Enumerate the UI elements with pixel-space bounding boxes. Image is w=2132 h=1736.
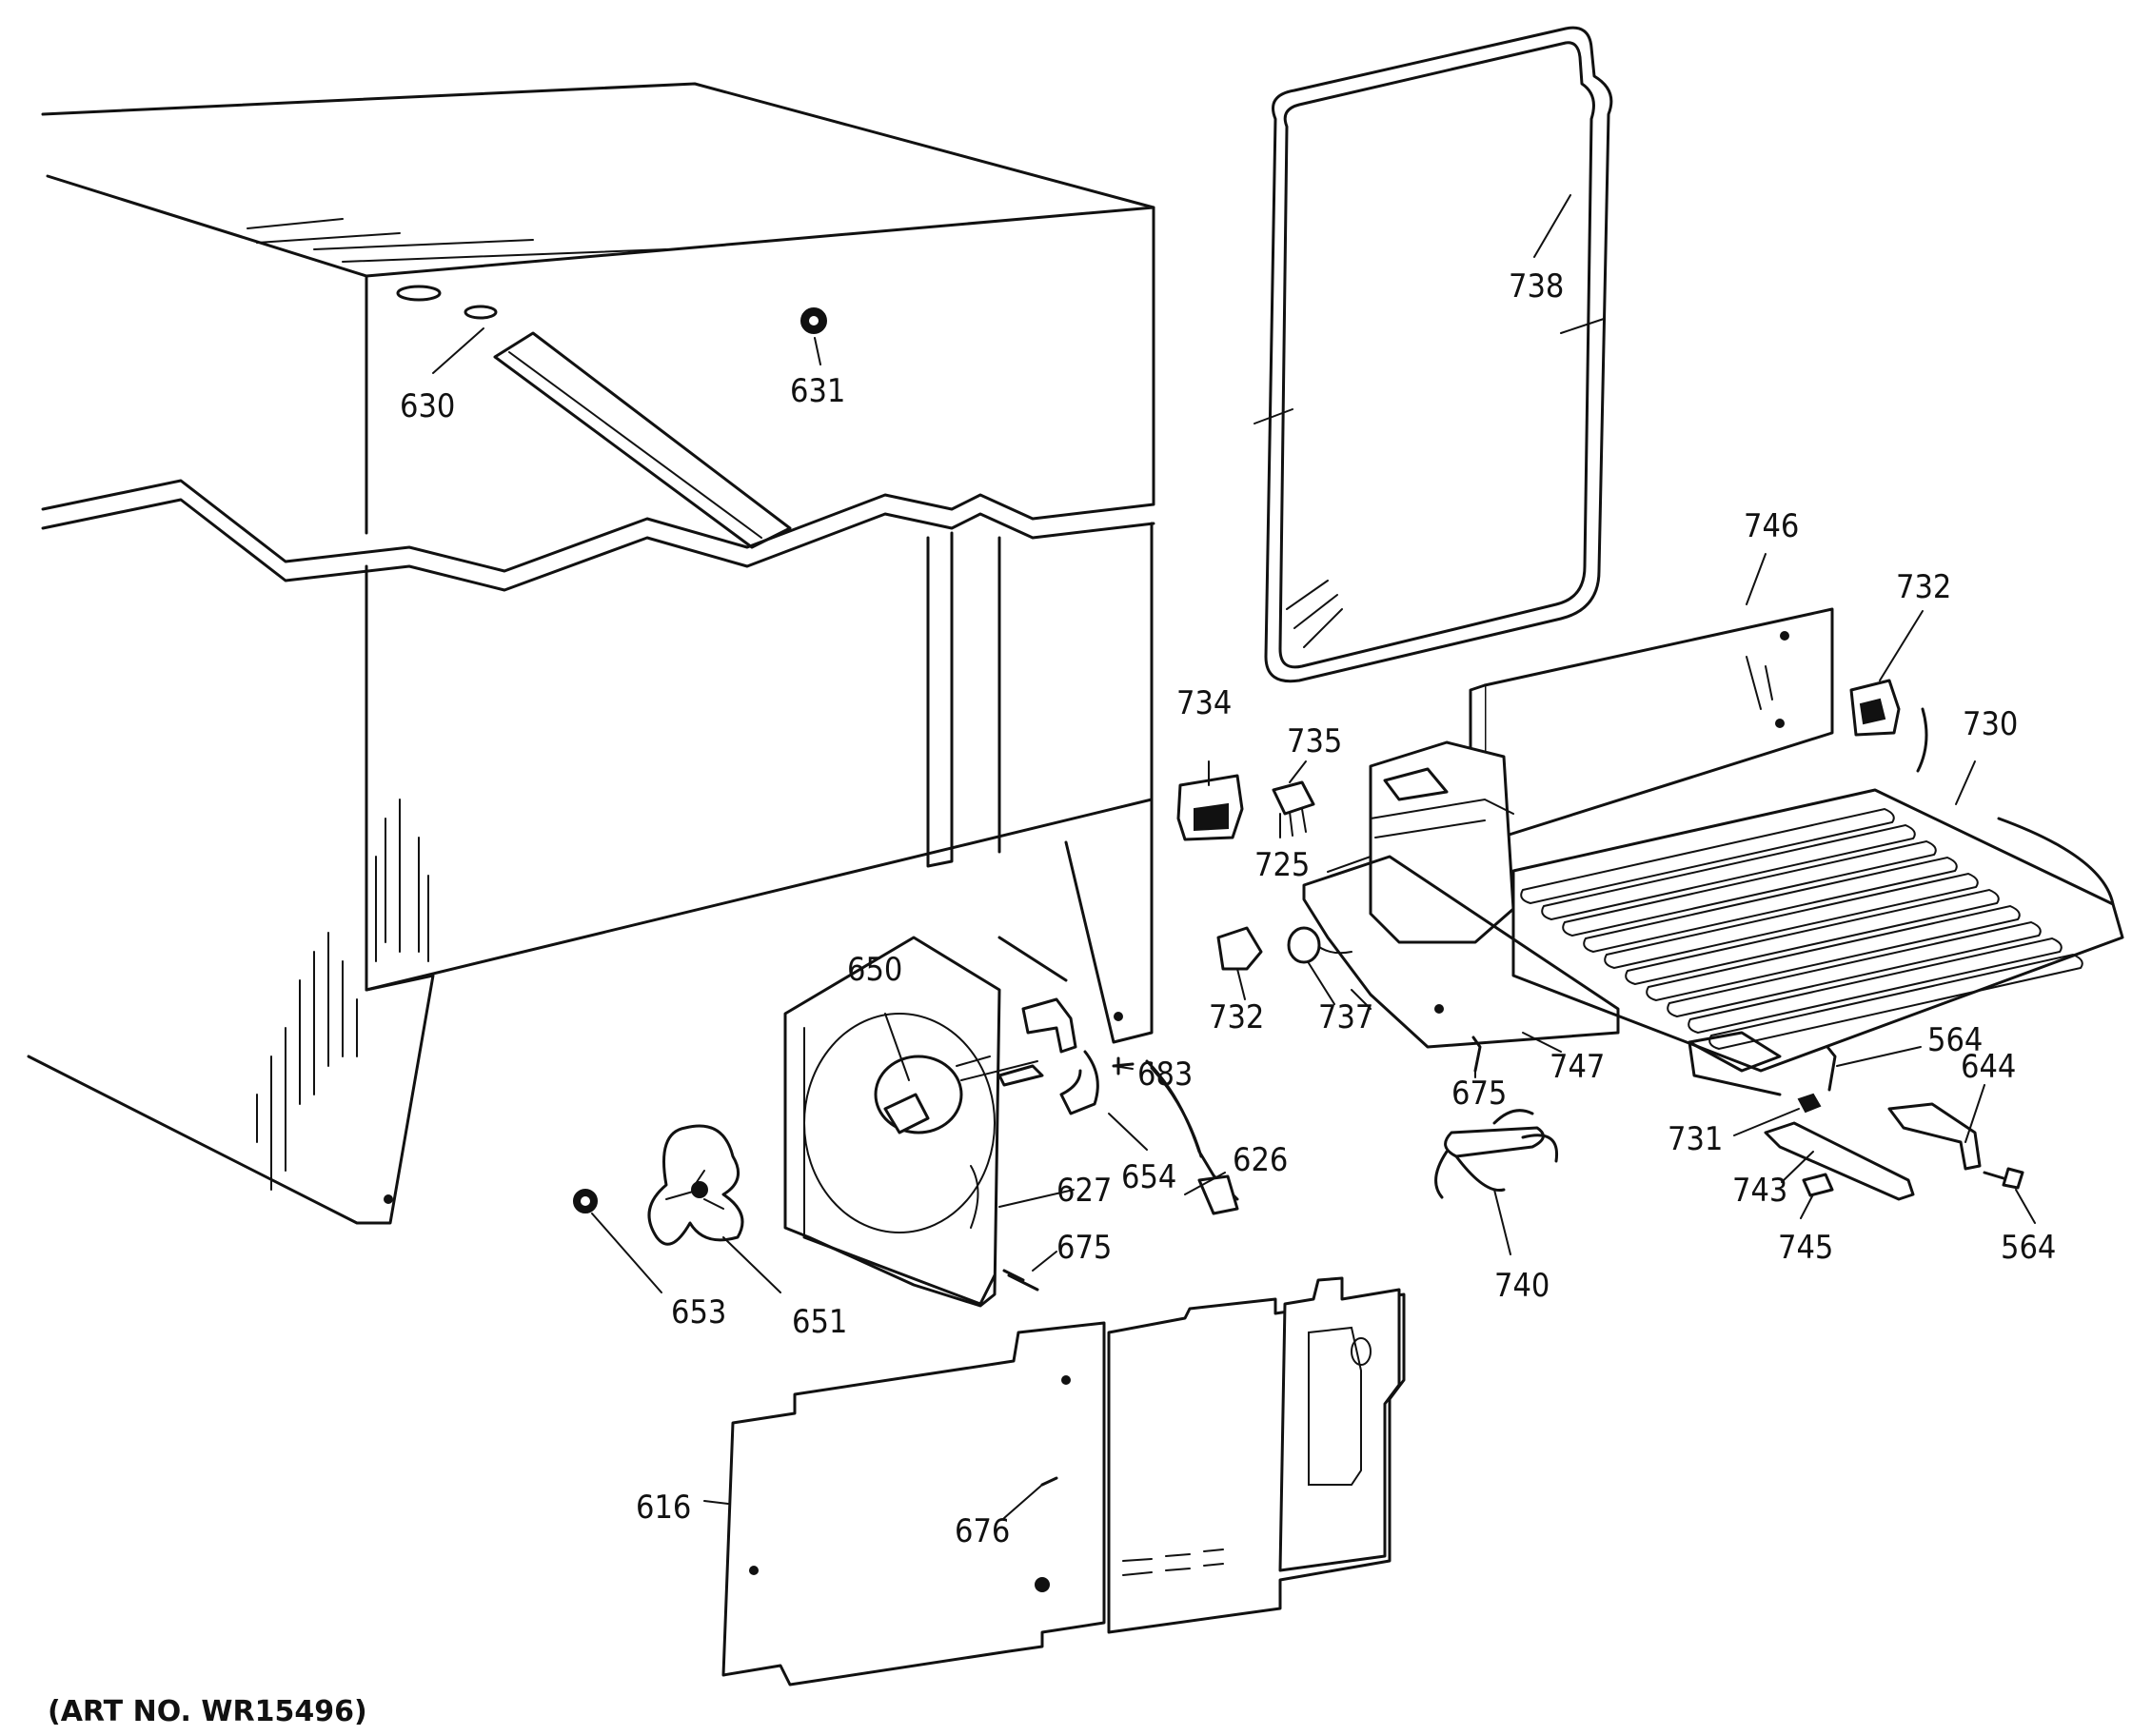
label-683: 683 [1137, 1055, 1193, 1094]
coil-tube [1583, 856, 1958, 954]
callout-labels: 630 631 738 746 732 734 735 730 725 732 … [400, 267, 2056, 1550]
label-732-left: 732 [1209, 998, 1264, 1036]
label-734: 734 [1176, 684, 1232, 722]
small-parts [1002, 679, 2024, 1292]
label-725: 725 [1254, 846, 1310, 884]
door-gasket [1254, 26, 1613, 683]
access-panel [721, 1276, 1406, 1687]
label-653: 653 [671, 1293, 726, 1332]
coil-tube [1646, 904, 2021, 1002]
label-630: 630 [400, 387, 455, 425]
label-626: 626 [1233, 1141, 1288, 1179]
condenser-coil [1511, 707, 2124, 1096]
label-735: 735 [1287, 722, 1342, 760]
label-675-upper: 675 [1451, 1075, 1507, 1113]
coil-tube [1541, 823, 1916, 921]
label-745: 745 [1778, 1229, 1833, 1267]
coil-tube [1708, 953, 2083, 1051]
label-743: 743 [1732, 1172, 1787, 1210]
coil-tube [1604, 872, 1979, 970]
compressor [1302, 740, 1620, 1049]
fan-motor-assembly [783, 936, 1044, 1308]
label-740: 740 [1494, 1267, 1550, 1305]
label-738: 738 [1509, 267, 1564, 306]
label-746: 746 [1744, 507, 1799, 545]
condenser-bracket [1469, 607, 1834, 844]
leader-lines [432, 194, 2036, 1519]
label-747: 747 [1550, 1048, 1605, 1086]
refrigerator-cabinet [27, 82, 1155, 1225]
label-627: 627 [1056, 1172, 1112, 1210]
label-654: 654 [1121, 1158, 1176, 1196]
fan-blade [647, 1124, 744, 1246]
art-number: (ART NO. WR15496) [48, 1695, 367, 1728]
label-564-upper: 564 [1927, 1021, 1983, 1059]
label-564-lower: 564 [2001, 1229, 2056, 1267]
label-676: 676 [955, 1512, 1010, 1550]
label-631: 631 [790, 372, 845, 410]
label-731: 731 [1668, 1120, 1723, 1158]
coil-tube [1520, 807, 1895, 905]
label-737: 737 [1318, 998, 1373, 1036]
label-730: 730 [1963, 705, 2018, 743]
label-644: 644 [1961, 1048, 2016, 1086]
coil-tube [1688, 937, 2063, 1035]
label-675-lower: 675 [1056, 1229, 1112, 1267]
coil-tube [1625, 888, 2000, 986]
label-650: 650 [847, 951, 902, 989]
coil-tube [1667, 920, 2042, 1018]
label-732-right: 732 [1896, 568, 1951, 606]
label-616: 616 [636, 1489, 691, 1527]
label-651: 651 [792, 1303, 847, 1341]
coil-tube [1562, 839, 1937, 937]
